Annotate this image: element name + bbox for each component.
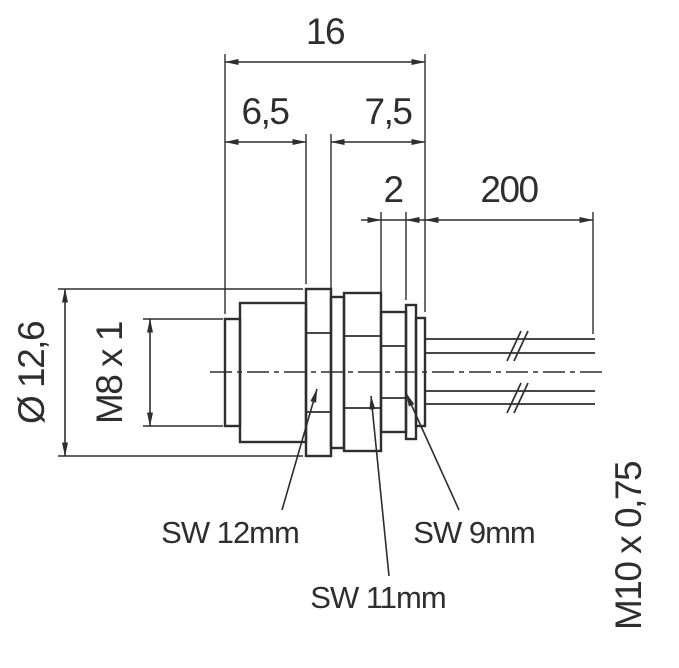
callout-sw11: SW 11mm [310, 395, 447, 615]
dimension-wire-length: 200 [424, 169, 594, 334]
dim-label-front-thread: M8 x 1 [89, 322, 130, 424]
dim-label-nut-width: 2 [383, 169, 402, 210]
wire-break-symbol [506, 330, 529, 414]
dimension-rear-section: 7,5 [330, 91, 426, 292]
wire-lower [425, 390, 595, 405]
dim-label-rear-thread: M10 x 0,75 [608, 461, 649, 630]
dimension-front-thread: M8 x 1 [89, 318, 223, 427]
dim-label-flange-diameter: Ø 12,6 [11, 322, 52, 424]
callout-label-sw12: SW 12mm [161, 515, 299, 550]
wire-upper [425, 338, 595, 354]
callout-label-sw9: SW 9mm [413, 515, 534, 550]
dimension-flange-diameter: Ø 12,6 [11, 288, 303, 457]
connector-side-view [210, 287, 606, 458]
callout-sw9: SW 9mm [405, 392, 536, 550]
callout-label-sw11: SW 11mm [310, 580, 445, 615]
dimension-overall-length: 16 [224, 11, 426, 314]
dim-label-overall-length: 16 [306, 11, 344, 52]
dim-label-rear-section: 7,5 [365, 91, 413, 132]
dimension-front-section: 6,5 [224, 91, 307, 284]
dimension-nut-width: 2 [361, 169, 426, 307]
dim-label-front-section: 6,5 [242, 91, 290, 132]
dim-label-wire-length: 200 [480, 169, 538, 210]
callout-sw12: SW 12mm [161, 388, 318, 550]
